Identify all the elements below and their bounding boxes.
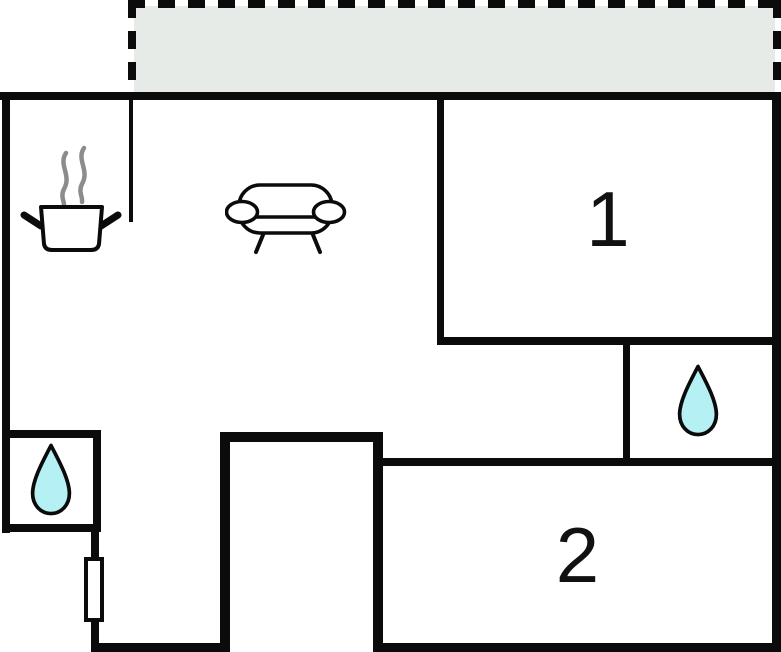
bathroom-left-wall-bottom — [2, 524, 101, 532]
bedroom-2-wall-top — [378, 458, 781, 466]
wall-right — [772, 92, 781, 652]
entry-recess-wall-left — [220, 432, 230, 652]
wall-top — [0, 92, 781, 100]
bedroom-1-wall-left — [437, 100, 444, 345]
bathroom-left-wall-right — [93, 430, 101, 532]
bathroom-right-wall-left — [623, 345, 630, 466]
water-drop-icon — [30, 443, 72, 516]
terrace-dashed-border-top — [128, 0, 781, 8]
cooking-pot-icon — [20, 145, 122, 252]
bathroom-left-wall-top — [2, 430, 101, 438]
steam-icon — [60, 145, 87, 210]
bedroom-1-wall-bottom — [437, 337, 781, 345]
water-drop-icon — [677, 364, 719, 437]
wall-bottom-right — [373, 643, 781, 652]
sofa-icon — [225, 183, 347, 254]
bedroom-1-label: 1 — [586, 174, 630, 263]
entry-recess-wall-top — [220, 432, 383, 442]
terrace-dashed-border-right — [773, 0, 781, 92]
bedroom-2-label: 2 — [555, 510, 600, 599]
entry-recess-wall-right — [373, 432, 383, 652]
wall-left — [2, 92, 10, 533]
wall-bottom-left — [92, 643, 230, 652]
terrace-dashed-border-left — [128, 0, 136, 92]
kitchen-partition-wall — [129, 100, 133, 222]
terrace-area — [134, 6, 775, 92]
window-icon — [84, 557, 104, 622]
